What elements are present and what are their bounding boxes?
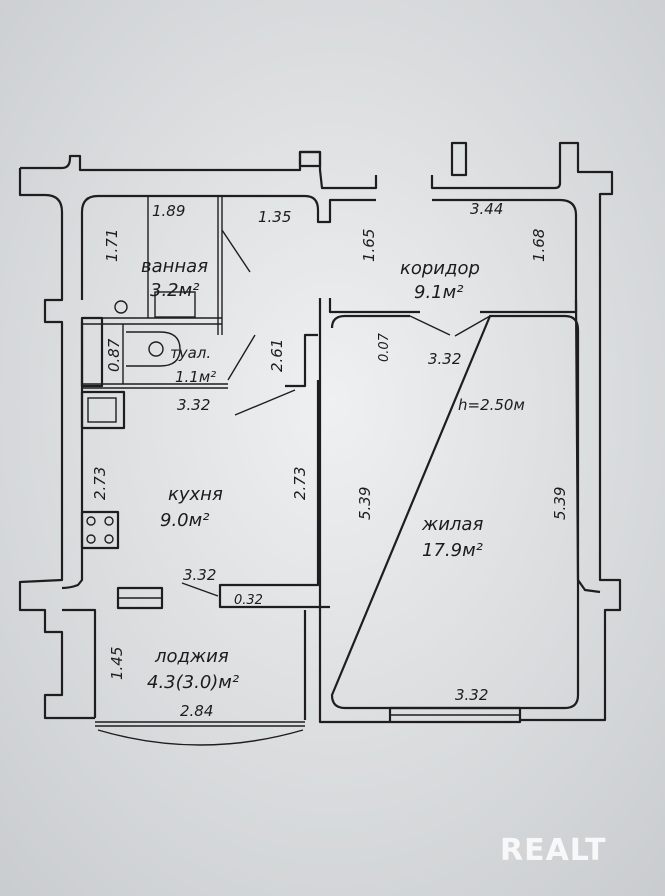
living-name: жилая bbox=[421, 514, 483, 535]
bathroom-area: 3.2м² bbox=[150, 280, 199, 301]
toilet-icon bbox=[126, 331, 181, 367]
dim-loggia-width: 2.84 bbox=[180, 702, 213, 720]
dim-bath-width: 1.89 bbox=[152, 202, 185, 220]
dim-hall-height: 2.61 bbox=[268, 339, 286, 372]
living-room-walls bbox=[318, 298, 580, 724]
kitchen-name: кухня bbox=[168, 484, 223, 505]
corridor-name: коридор bbox=[400, 258, 480, 279]
drain-icon bbox=[114, 300, 128, 314]
ceiling-height: h=2.50м bbox=[458, 396, 525, 414]
dim-living-left: 5.39 bbox=[356, 487, 374, 520]
dim-wall-top: 0.07 bbox=[377, 332, 392, 362]
wet-area-walls bbox=[80, 196, 330, 610]
dim-kitchen-top: 3.32 bbox=[177, 396, 210, 414]
stove-icon bbox=[80, 510, 120, 550]
dim-living-bottom: 3.32 bbox=[455, 686, 488, 704]
loggia-area: 4.3(3.0)м² bbox=[147, 672, 239, 693]
dim-corridor-right: 1.68 bbox=[530, 229, 548, 262]
dim-corridor-left: 1.65 bbox=[360, 229, 378, 262]
corridor-area: 9.1м² bbox=[414, 282, 463, 303]
dim-bath-height: 1.71 bbox=[103, 229, 121, 262]
shaft bbox=[80, 316, 104, 388]
dim-living-right: 5.39 bbox=[551, 487, 569, 520]
dim-loggia-height: 1.45 bbox=[108, 647, 126, 680]
toilet-name: туал. bbox=[170, 344, 211, 362]
outer-walls bbox=[18, 141, 622, 722]
living-area: 17.9м² bbox=[422, 540, 483, 561]
ventilation-shaft bbox=[450, 141, 468, 177]
toilet-area: 1.1м² bbox=[175, 368, 216, 386]
dim-hall-top: 1.35 bbox=[258, 208, 291, 226]
bathtub bbox=[154, 291, 196, 318]
kitchen-area: 9.0м² bbox=[160, 510, 209, 531]
dim-kitchen-left: 2.73 bbox=[91, 467, 109, 500]
dim-toilet-height: 0.87 bbox=[105, 338, 123, 372]
dim-kitchen-right: 2.73 bbox=[291, 467, 309, 500]
loggia-name: лоджия bbox=[154, 646, 229, 667]
dim-wall-bottom: 0.32 bbox=[234, 593, 263, 608]
loggia-walls bbox=[62, 608, 307, 746]
loggia-glazing bbox=[97, 729, 304, 746]
boiler bbox=[80, 390, 126, 430]
bathroom-name: ванная bbox=[141, 256, 208, 277]
dim-corridor-width: 3.44 bbox=[470, 200, 503, 218]
dim-living-top: 3.32 bbox=[428, 350, 461, 368]
dim-kitchen-bottom: 3.32 bbox=[183, 566, 216, 584]
realt-watermark-logo: REALT bbox=[500, 833, 606, 868]
